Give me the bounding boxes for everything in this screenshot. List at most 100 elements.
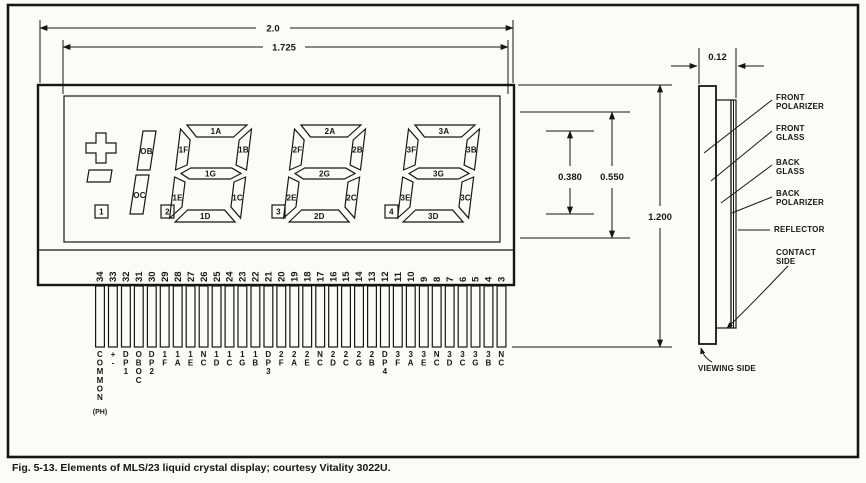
dim-thickness-value: 0.12 (708, 52, 727, 63)
label-front-glass-2: GLASS (776, 133, 805, 142)
label-viewing-side: VIEWING SIDE (698, 364, 756, 373)
pin-contact (418, 285, 429, 348)
pin-contact (198, 285, 209, 348)
pin-label-char: 2 (149, 367, 154, 376)
segment-label: 1A (211, 127, 222, 136)
decimal-point-box (271, 204, 286, 219)
pin-number: 5 (471, 276, 482, 282)
pin-label-char: 2 (292, 350, 297, 359)
digit-segment-d (401, 209, 465, 223)
pin-contact (328, 285, 339, 348)
pin-label-char: G (239, 359, 245, 368)
viewing-window-outline (63, 95, 501, 243)
pin-label-char: 3 (266, 367, 271, 376)
pin-label-char: 2 (331, 350, 336, 359)
pin-number: 3 (497, 277, 508, 282)
pin-number: 13 (367, 271, 378, 282)
pin-label-char: 3 (395, 350, 400, 359)
pin-contact (302, 285, 313, 348)
segment-label: 1F (179, 146, 189, 155)
pin-number: 19 (289, 271, 300, 282)
pin-contact (107, 285, 118, 348)
pin-number: 33 (108, 271, 119, 282)
pin-label-char: C (227, 359, 233, 368)
pin-label-char: 2 (357, 350, 362, 359)
pin-contact (250, 285, 261, 348)
half-digit-lower-segment (129, 174, 150, 215)
segment-label: 3C (460, 194, 471, 203)
pin-label-char: 3 (473, 350, 478, 359)
digit-segment-c (344, 176, 361, 220)
segment-label: 3E (401, 194, 412, 203)
dimension-overall-width: 2.0 (39, 20, 514, 83)
side-view: 0.12 FRONT POLARIZER FRONT GLASS BACK GL… (671, 48, 825, 373)
pin-contact (315, 285, 326, 348)
pin-label-char: F (395, 359, 400, 368)
pin-label-char: P (123, 359, 129, 368)
front-glass-slab (698, 85, 717, 345)
segment-label: 1B (238, 146, 249, 155)
label-reflector: REFLECTOR (774, 225, 825, 234)
pin-label-char: D (382, 350, 388, 359)
pin-label-char: 2 (344, 350, 349, 359)
label-back-glass: BACK (776, 158, 800, 167)
digit-segment-b (235, 127, 253, 171)
pin-label-char: D (123, 350, 129, 359)
pin-contact (159, 285, 170, 348)
pin-number: 30 (147, 271, 158, 282)
digit-segment-f (288, 127, 305, 171)
decimal-points: 1 2 3 4 (94, 204, 399, 219)
contact-side-arrow (726, 265, 789, 329)
segment-label: 1C (232, 194, 243, 203)
pin-label-char: B (252, 359, 258, 368)
pin-label-char: 1 (188, 350, 193, 359)
segment-label: 2B (352, 146, 363, 155)
segment-label: 1D (200, 212, 211, 221)
pin-label-char: C (317, 359, 323, 368)
decimal-point-number: 2 (165, 208, 170, 217)
dimension-thickness: 0.12 (671, 48, 764, 98)
pin-number: 10 (406, 271, 417, 282)
pin-number: 18 (302, 271, 313, 282)
pin-contact (172, 285, 183, 348)
digit-segment-g (179, 167, 243, 180)
pin-label-char: E (188, 359, 194, 368)
pin-label-char: B (136, 359, 142, 368)
pin-number: 31 (134, 271, 145, 282)
leader-back-glass (720, 164, 773, 204)
pin-label-char: + (111, 350, 116, 359)
pin-label-char: 1 (240, 350, 245, 359)
pin-label-char: 3 (486, 350, 491, 359)
pin-contact (444, 285, 455, 348)
pin-label-char: D (149, 350, 155, 359)
pin-contact (341, 285, 352, 348)
pin-label-char: E (421, 359, 427, 368)
decimal-point-box (384, 204, 399, 219)
digit-segment-d (173, 209, 237, 223)
pin-label-char: - (112, 359, 115, 368)
pin-contact (392, 285, 403, 348)
pin-label-char: P (149, 359, 155, 368)
half-digit-upper-segment (136, 130, 157, 171)
figure-caption: Fig. 5-13. Elements of MLS/23 liquid cry… (12, 462, 391, 474)
decimal-point-box (160, 204, 175, 219)
digit-segment-a (413, 124, 477, 138)
pin-number: 23 (238, 271, 249, 282)
polarity-signs (85, 132, 117, 183)
digit-segment-g (407, 167, 471, 180)
pin-label-char: 3 (447, 350, 452, 359)
pin-number: 20 (277, 271, 288, 282)
pin-label-char: B (369, 359, 375, 368)
pin-label-char: N (498, 350, 504, 359)
pin-label-char: G (356, 359, 362, 368)
dim-active-width-value: 1.725 (272, 43, 296, 54)
lcd-body-outline (36, 83, 516, 287)
pin-label-char: O (97, 384, 103, 393)
dim-char-height-inner-value: 0.380 (558, 172, 582, 183)
digit-segment-g (293, 167, 357, 180)
